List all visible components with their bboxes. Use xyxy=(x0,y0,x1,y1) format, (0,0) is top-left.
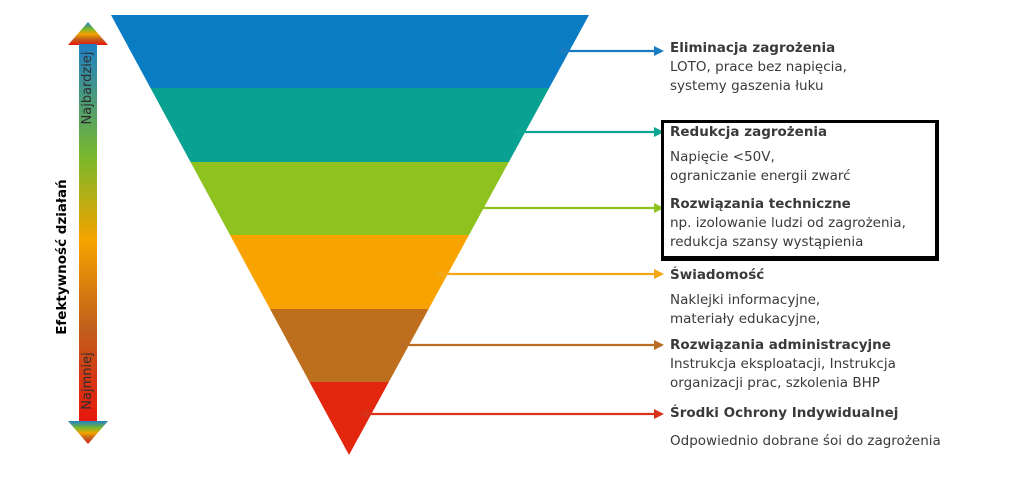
pointer-head-left xyxy=(358,409,369,419)
level-title: Świadomość xyxy=(670,267,765,283)
funnel-band-6 xyxy=(309,382,389,455)
level-desc-line: Instrukcja eksploatacji, Instrukcja xyxy=(670,356,896,372)
level-pointer-arrow-4 xyxy=(434,269,664,279)
level-label-3: Rozwiązania techniczne np. izolowanie lu… xyxy=(670,195,906,252)
funnel-band-3 xyxy=(190,162,509,235)
pointer-head-left xyxy=(470,203,481,213)
axis-arrow-down-head xyxy=(68,421,108,444)
axis-bottom-label: Najmniej xyxy=(80,352,95,410)
level-pointer-arrow-1 xyxy=(556,46,664,56)
level-desc-line: organizacji prac, szkolenia BHP xyxy=(670,375,880,391)
funnel-band-4 xyxy=(230,235,469,309)
level-desc-line: ograniczanie energii zwarć xyxy=(670,168,851,184)
axis-arrow-up-head xyxy=(68,22,108,45)
level-desc-line: materiały edukacyjne, xyxy=(670,311,821,327)
level-label-4: Świadomość Naklejki informacyjne, materi… xyxy=(670,266,820,329)
level-label-2: Redukcja zagrożenia Napięcie <50V, ogran… xyxy=(670,123,851,186)
funnel-band-1 xyxy=(111,15,589,88)
axis-arrow-shaft xyxy=(79,44,97,422)
pointer-head-left xyxy=(512,127,523,137)
pointer-head-right xyxy=(654,46,664,56)
effectiveness-axis-arrow xyxy=(68,22,108,444)
highlight-frame xyxy=(661,120,939,261)
hierarchy-funnel xyxy=(111,15,589,455)
pointer-head-right xyxy=(654,269,664,279)
level-title: Rozwiązania techniczne xyxy=(670,196,851,212)
axis-top-label: Najbardziej xyxy=(80,51,95,125)
level-title: Eliminacja zagrożenia xyxy=(670,40,836,56)
level-pointer-arrow-5 xyxy=(396,340,664,350)
level-desc-line: systemy gaszenia łuku xyxy=(670,78,824,94)
level-label-6: Środki Ochrony Indywidualnej Odpowiednio… xyxy=(670,404,941,451)
funnel-band-2 xyxy=(150,88,550,162)
level-title: Redukcja zagrożenia xyxy=(670,124,828,140)
pointer-head-right xyxy=(654,409,664,419)
pointer-head-left xyxy=(556,46,567,56)
level-title: Środki Ochrony Indywidualnej xyxy=(670,405,899,421)
level-pointer-arrow-3 xyxy=(470,203,664,213)
level-pointer-arrow-6 xyxy=(358,409,664,419)
funnel-band-5 xyxy=(270,309,429,382)
level-desc-line: LOTO, prace bez napięcia, xyxy=(670,59,847,75)
pointer-head-right xyxy=(654,340,664,350)
level-desc-line: redukcja szansy wystąpienia xyxy=(670,234,864,250)
level-label-5: Rozwiązania administracyjne Instrukcja e… xyxy=(670,336,896,393)
level-pointer-arrow-2 xyxy=(512,127,664,137)
level-pointers xyxy=(358,46,664,419)
pointer-head-right xyxy=(654,203,664,213)
pointer-head-right xyxy=(654,127,664,137)
level-desc-line: Odpowiednio dobrane śoi do zagrożenia xyxy=(670,433,941,449)
level-title: Rozwiązania administracyjne xyxy=(670,337,891,353)
axis-title: Efektywność działań xyxy=(54,179,70,335)
level-desc-line: Napięcie <50V, xyxy=(670,149,775,165)
level-label-1: Eliminacja zagrożenia LOTO, prace bez na… xyxy=(670,39,847,96)
pointer-head-left xyxy=(396,340,406,350)
level-desc-line: Naklejki informacyjne, xyxy=(670,292,821,308)
pointer-head-left xyxy=(434,269,445,279)
level-desc-line: np. izolowanie ludzi od zagrożenia, xyxy=(670,215,906,231)
